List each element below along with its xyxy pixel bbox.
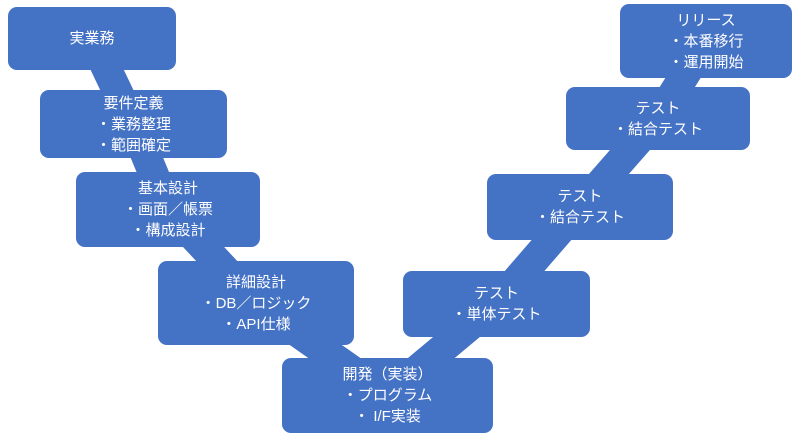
step-title: 実業務 bbox=[69, 30, 115, 47]
step-bullet: ・範囲確定 bbox=[95, 136, 171, 154]
step-bullet: ・運用開始 bbox=[668, 53, 744, 71]
step-title: 詳細設計 bbox=[225, 273, 286, 291]
step-integration-test-1: テスト ・結合テスト bbox=[487, 174, 673, 240]
step-bullet: ・ I/F実装 bbox=[354, 408, 421, 425]
step-bullet: ・本番移行 bbox=[668, 32, 744, 50]
step-bullet: ・結合テスト bbox=[612, 120, 703, 138]
step-integration-test-2: テスト ・結合テスト bbox=[566, 87, 750, 150]
step-bullet: ・単体テスト bbox=[451, 306, 542, 323]
step-release: リリース ・本番移行 ・運用開始 bbox=[620, 4, 792, 78]
step-title: 要件定義 bbox=[103, 94, 164, 112]
step-title: 開発（実装） bbox=[342, 366, 433, 383]
step-bullet: ・API仕様 bbox=[221, 315, 291, 333]
step-bullet: ・業務整理 bbox=[95, 115, 171, 133]
step-bullet: ・結合テスト bbox=[534, 209, 625, 226]
step-requirements: 要件定義 ・業務整理 ・範囲確定 bbox=[40, 90, 227, 158]
step-title: 基本設計 bbox=[137, 180, 198, 197]
step-bullet: ・DB／ロジック bbox=[200, 294, 312, 312]
step-development: 開発（実装） ・プログラム ・ I/F実装 bbox=[282, 358, 493, 433]
step-title: テスト bbox=[557, 188, 603, 205]
step-title: リリース bbox=[676, 11, 736, 29]
step-unit-test: テスト ・単体テスト bbox=[403, 271, 590, 337]
step-title: テスト bbox=[473, 285, 519, 302]
step-title: テスト bbox=[635, 99, 681, 117]
step-basic-design: 基本設計 ・画面／帳票 ・構成設計 bbox=[76, 172, 260, 247]
step-bullet: ・構成設計 bbox=[130, 222, 206, 239]
step-detailed-design: 詳細設計 ・DB／ロジック ・API仕様 bbox=[158, 261, 354, 345]
step-bullet: ・プログラム bbox=[342, 387, 433, 404]
step-business: 実業務 bbox=[8, 7, 176, 70]
step-bullet: ・画面／帳票 bbox=[122, 201, 213, 218]
